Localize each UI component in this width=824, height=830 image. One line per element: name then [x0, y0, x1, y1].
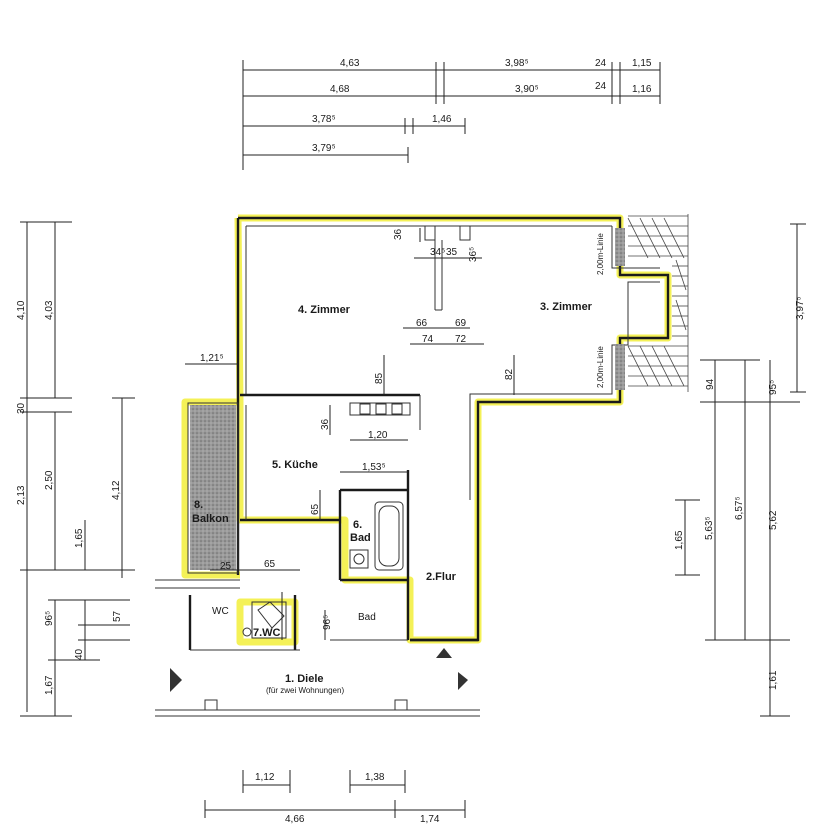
dim-36c: 36: [320, 418, 331, 430]
dim-72: 72: [455, 334, 467, 345]
dim-top-r2-c: 24: [595, 81, 607, 92]
top-dimension-lines: [242, 60, 661, 170]
dim-36b: 36⁵: [468, 247, 479, 262]
dim-left-213: 2,13: [16, 485, 27, 505]
bathtub: [374, 501, 404, 571]
entry-arrow-icon: [436, 648, 452, 658]
room-label-flur: 2.Flur: [426, 571, 457, 583]
dim-85: 85: [374, 372, 385, 384]
left-arrow-icon: [170, 668, 182, 692]
balcony-area: [190, 405, 236, 570]
room-label-kueche: 5. Küche: [272, 459, 318, 471]
roof-slope-top: [615, 228, 625, 266]
room-label-zimmer3: 3. Zimmer: [540, 301, 593, 313]
dim-left-96: 96⁵: [44, 611, 55, 626]
dim-right-562: 5,62: [768, 510, 779, 530]
balcony-highlight: [181, 398, 240, 579]
dim-25: 25: [220, 561, 232, 572]
dim-bottom-138: 1,38: [365, 772, 385, 783]
dim-top-r2-b: 3,90⁵: [515, 84, 539, 95]
dim-top-r1-a: 4,63: [340, 58, 360, 69]
dim-right-95: 95⁵: [768, 380, 779, 395]
dim-66: 66: [416, 318, 428, 329]
room-label-zimmer4: 4. Zimmer: [298, 304, 351, 316]
dim-right-94: 94: [705, 378, 716, 390]
dim-top-r1-c: 24: [595, 58, 607, 69]
linie-top-label: 2,00m-Linie: [596, 233, 605, 275]
dim-34: 34⁵: [430, 247, 445, 258]
dim-right-657: 6,57⁵: [734, 496, 745, 520]
dim-left-410: 4,10: [16, 300, 27, 320]
dim-left-412: 4,12: [111, 480, 122, 500]
washbasin: [349, 549, 369, 569]
chimney-column: [424, 225, 471, 311]
room-label-wc7: 7.WC: [253, 627, 281, 639]
lower-area-walls: [155, 579, 480, 717]
dim-bottom-112: 1,12: [255, 772, 275, 783]
room-label-diele: 1. Diele: [285, 673, 324, 685]
dim-right-563: 5,63⁵: [704, 516, 715, 540]
roof-slope-bottom: [615, 344, 625, 390]
room-label-bad6: Bad: [350, 532, 371, 544]
dim-153: 1,53⁵: [362, 462, 386, 473]
dim-96-bad: 96⁵: [322, 615, 333, 630]
dim-74: 74: [422, 334, 434, 345]
room-label-balkon-num: 8.: [194, 499, 203, 511]
dim-82: 82: [504, 368, 515, 380]
dim-left-250: 2,50: [44, 470, 55, 490]
dim-right-397: 3,97⁵: [795, 296, 806, 320]
dim-69: 69: [455, 318, 467, 329]
room-label-diele-sub: (für zwei Wohnungen): [266, 686, 344, 695]
room-label-bad: Bad: [358, 612, 376, 623]
dim-right-165: 1,65: [674, 530, 685, 550]
dim-36a: 36: [393, 228, 404, 240]
right-arrow-icon: [458, 672, 468, 690]
room-label-balkon: Balkon: [192, 513, 229, 525]
kitchen-counter: [349, 402, 411, 416]
terrace-hatch: [627, 214, 689, 392]
dim-top-r4-a: 3,79⁵: [312, 143, 336, 154]
dim-65b: 65: [264, 559, 276, 570]
inner-dimension-lines: [185, 228, 515, 640]
dim-left-165: 1,65: [74, 528, 85, 548]
dim-top-r2-d: 1,16: [632, 84, 652, 95]
linie-bottom-label: 2,00m-Linie: [596, 346, 605, 388]
dim-left-40: 40: [74, 648, 85, 660]
dim-57: 57: [112, 610, 123, 622]
dim-left-403: 4,03: [44, 300, 55, 320]
bottom-dimension-lines: [204, 770, 466, 818]
dim-35: 35: [446, 247, 458, 258]
dim-bottom-174: 1,74: [420, 814, 440, 825]
balcony-outline: [187, 402, 239, 574]
dim-top-r1-b: 3,98⁵: [505, 58, 529, 69]
dim-right-161: 1,61: [768, 670, 779, 690]
dim-top-r3-b: 1,46: [432, 114, 452, 125]
dim-121: 1,21⁵: [200, 353, 224, 364]
dim-top-r2-a: 4,68: [330, 84, 350, 95]
dim-left-167: 1,67: [44, 675, 55, 695]
wc-toilet: [242, 601, 287, 639]
dim-65a: 65: [310, 503, 321, 515]
dim-120: 1,20: [368, 430, 388, 441]
right-dimension-lines: [675, 223, 806, 717]
dim-bottom-466: 4,66: [285, 814, 305, 825]
dim-left-30: 30: [16, 402, 27, 414]
dim-top-r3-a: 3,78⁵: [312, 114, 336, 125]
room-label-bad6-num: 6.: [353, 519, 362, 531]
left-dimension-lines: [20, 221, 135, 717]
dim-top-r1-d: 1,15: [632, 58, 652, 69]
room-label-wc: WC: [212, 606, 229, 617]
